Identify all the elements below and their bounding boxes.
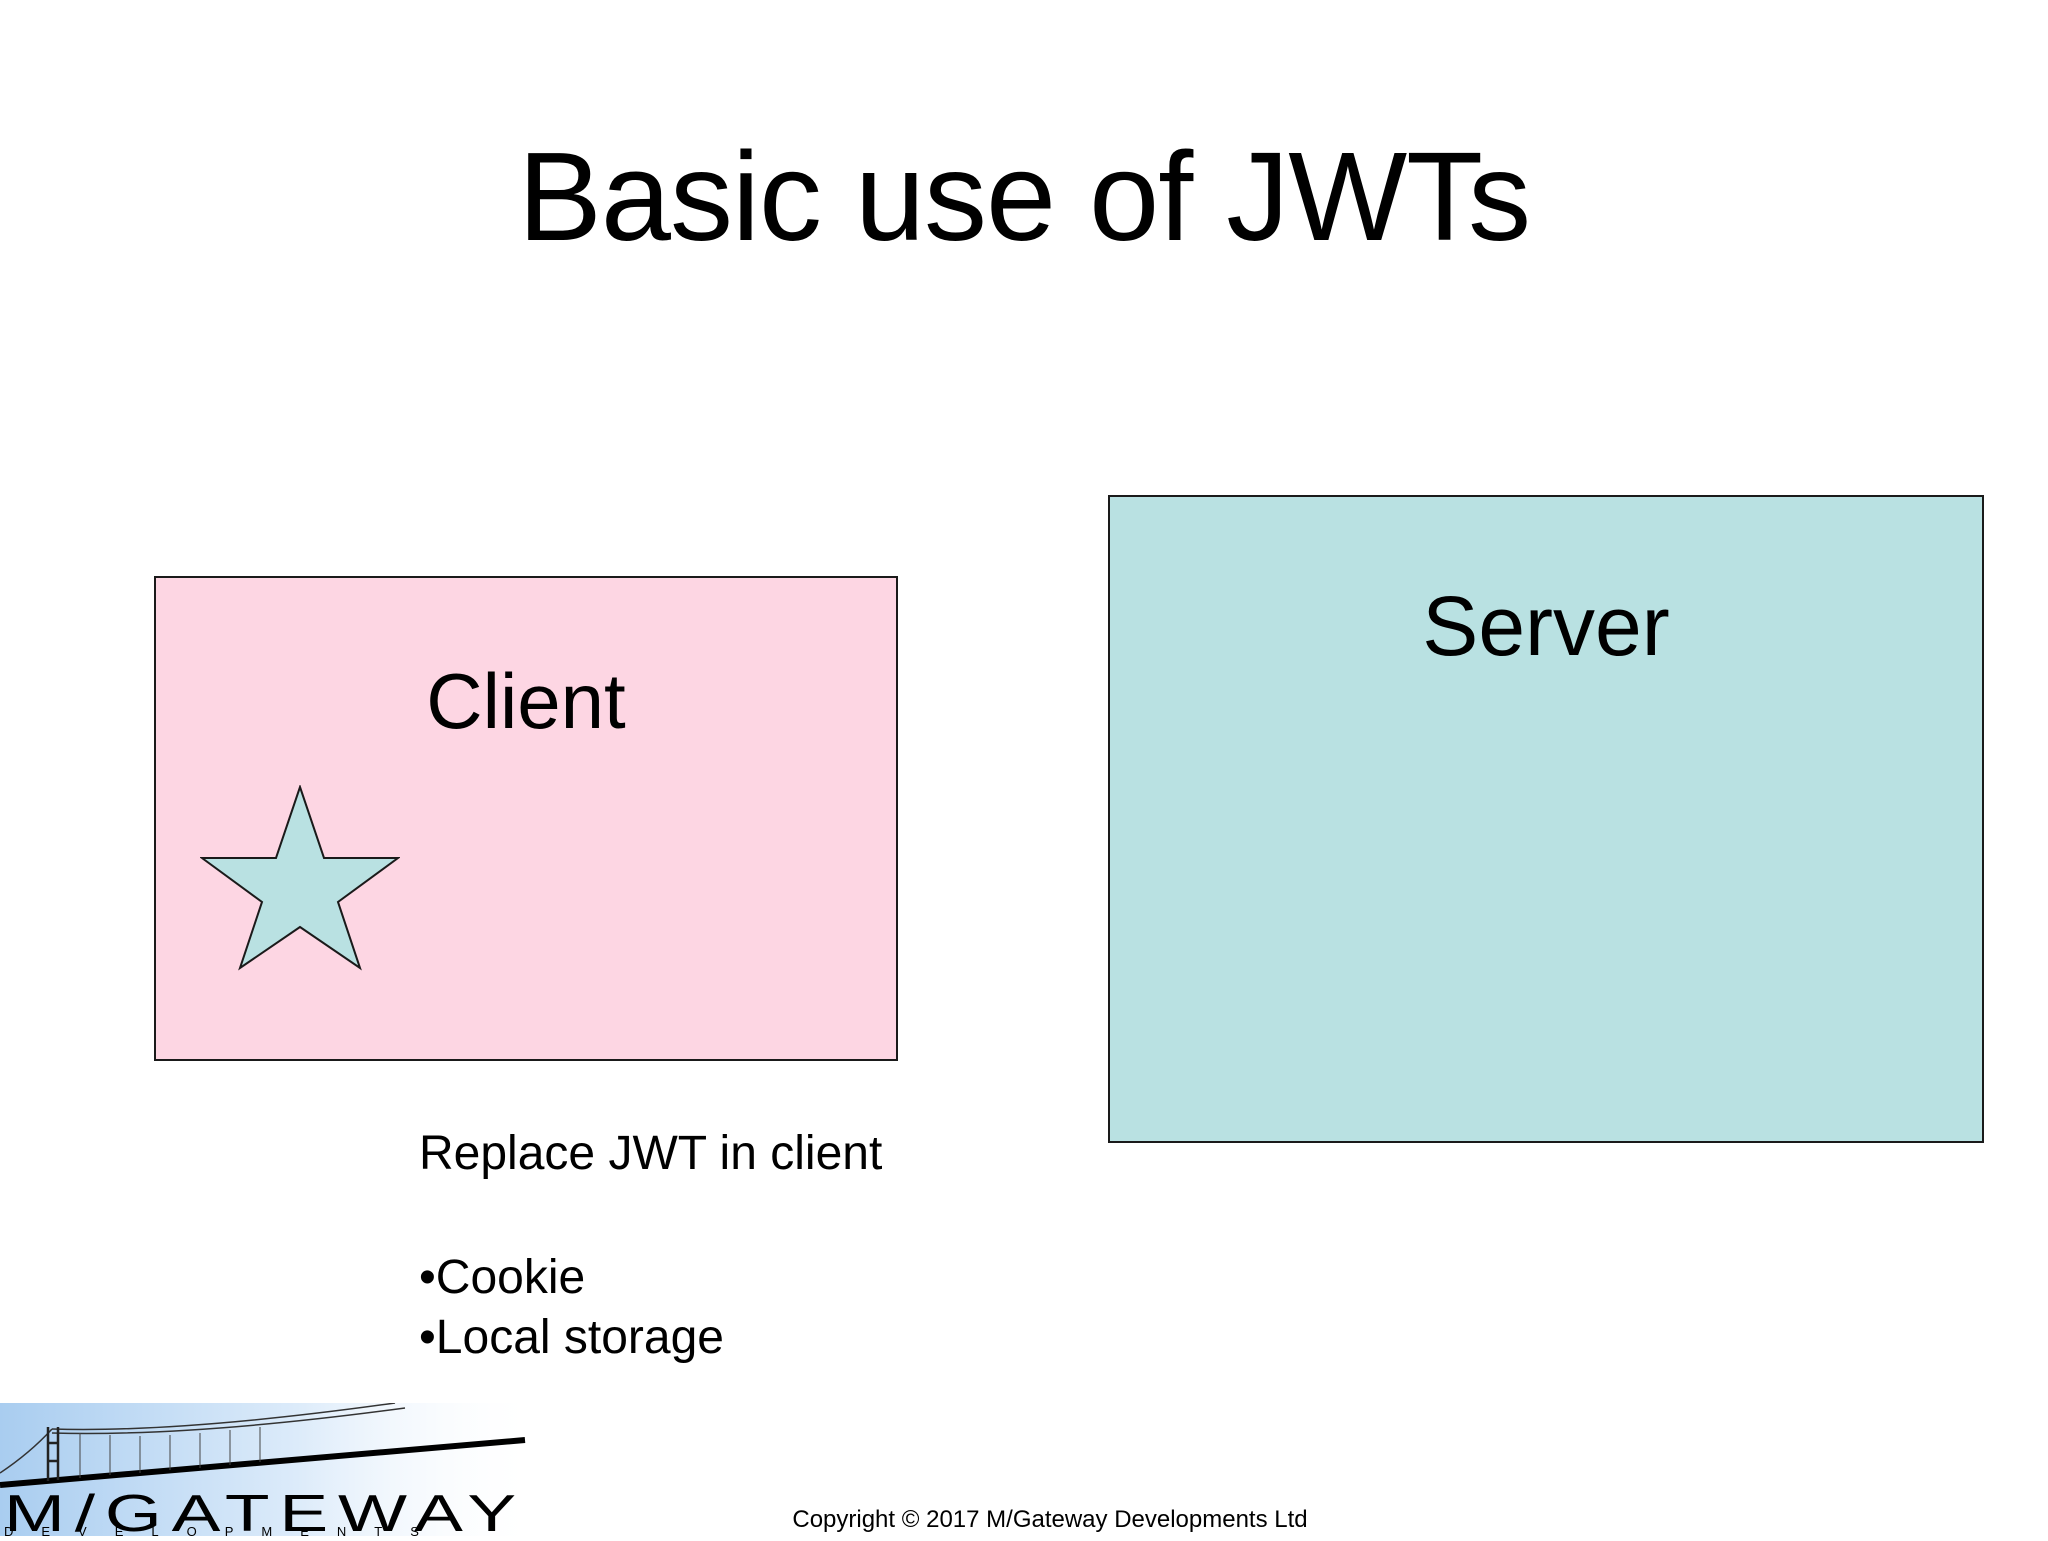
client-label: Client — [426, 657, 626, 745]
star-icon — [200, 785, 400, 971]
server-label: Server — [1422, 579, 1670, 673]
bridge-icon: M/GATEWAY DEVELOPMENTS — [0, 1402, 540, 1541]
logo-wordmark: M/GATEWAY — [4, 1485, 526, 1536]
note-item-cookie: •Cookie — [419, 1251, 586, 1304]
server-box: Server — [1108, 495, 1984, 1143]
slide-title: Basic use of JWTs — [517, 126, 1531, 267]
note-item-local-storage: •Local storage — [419, 1311, 724, 1364]
logo-subtitle: DEVELOPMENTS — [4, 1524, 447, 1536]
company-logo: M/GATEWAY DEVELOPMENTS — [0, 1402, 540, 1541]
copyright-text: Copyright © 2017 M/Gateway Developments … — [792, 1506, 1308, 1533]
client-box: Client — [154, 576, 898, 1061]
note-heading: Replace JWT in client — [419, 1127, 883, 1180]
storage-note: Replace JWT in client •Cookie •Local sto… — [419, 1124, 1039, 1368]
